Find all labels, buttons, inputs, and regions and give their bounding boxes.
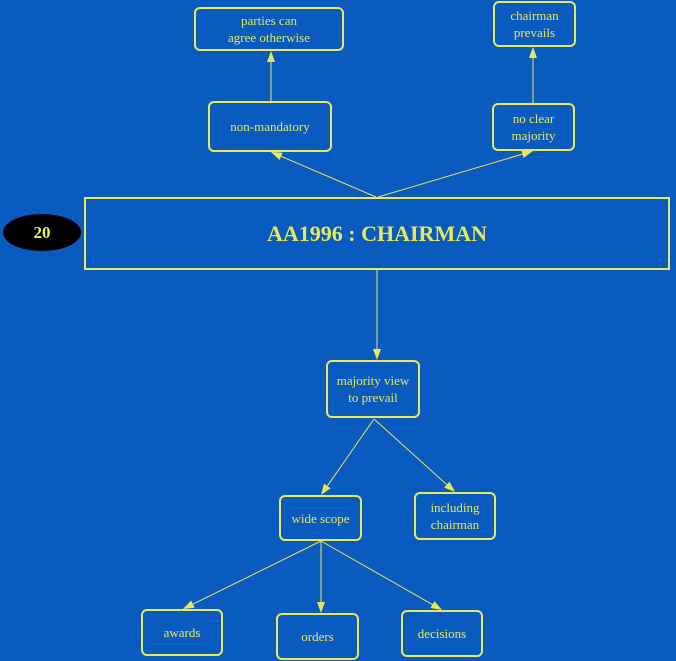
edge-wide-scope-to-decisions-arrowhead [430,601,442,610]
edge-majority-view-to-including-arrowhead [444,481,455,492]
node-awards-label: awards [163,625,201,640]
node-wide-scope: wide scope [279,495,362,541]
edge-wide-scope-to-awards [192,540,322,605]
edge-main-to-majority-view-arrowhead [373,349,381,360]
slide-number: 20 [33,222,51,242]
edge-main-to-no-clear-majority [377,153,523,198]
edge-majority-view-to-including [373,418,448,486]
node-orders: orders [276,613,359,660]
diagram-title: AA1996 : CHAIRMAN [267,220,487,246]
node-decisions: decisions [401,610,483,657]
node-no-clear-majority: no clear majority [492,103,575,151]
node-non-mandatory: non-mandatory [208,101,332,152]
edge-wide-scope-to-decisions [320,540,433,605]
main-topic-box: AA1996 : CHAIRMAN [84,197,670,270]
edge-wide-scope-to-awards-arrowhead [183,600,195,609]
edge-main-to-non-mandatory-arrowhead [271,152,283,161]
node-decisions-label: decisions [417,626,467,641]
edge-non-mandatory-to-parties-arrowhead [267,51,275,62]
node-majority-view: majority view to prevail [326,360,420,418]
node-orders-label: orders [301,629,334,644]
node-no-clear-majority-label: no clear majority [511,111,556,143]
node-chairman-prevails-label: chairman prevails [510,8,559,40]
slide-number-badge: 20 [3,214,81,251]
node-chairman-prevails: chairman prevails [493,1,576,47]
edge-main-to-no-clear-majority-arrowhead [521,150,533,158]
edge-wide-scope-to-orders-arrowhead [317,602,325,613]
edge-main-to-non-mandatory [280,155,377,198]
node-parties-can-agree: parties can agree otherwise [194,7,344,51]
edge-majority-view-to-wide-scope-arrowhead [321,483,331,495]
node-non-mandatory-label: non-mandatory [230,119,310,134]
node-including-chairman: including chairman [414,492,496,540]
node-awards: awards [141,609,223,656]
node-wide-scope-label: wide scope [291,510,350,526]
node-parties-can-agree-label: parties can agree otherwise [228,13,310,45]
node-majority-view-label: majority view to prevail [336,373,410,405]
node-including-chairman-label: including chairman [430,500,480,532]
edge-majority-view-to-wide-scope [326,418,375,487]
edge-no-clear-majority-to-chairman-arrowhead [529,47,537,58]
